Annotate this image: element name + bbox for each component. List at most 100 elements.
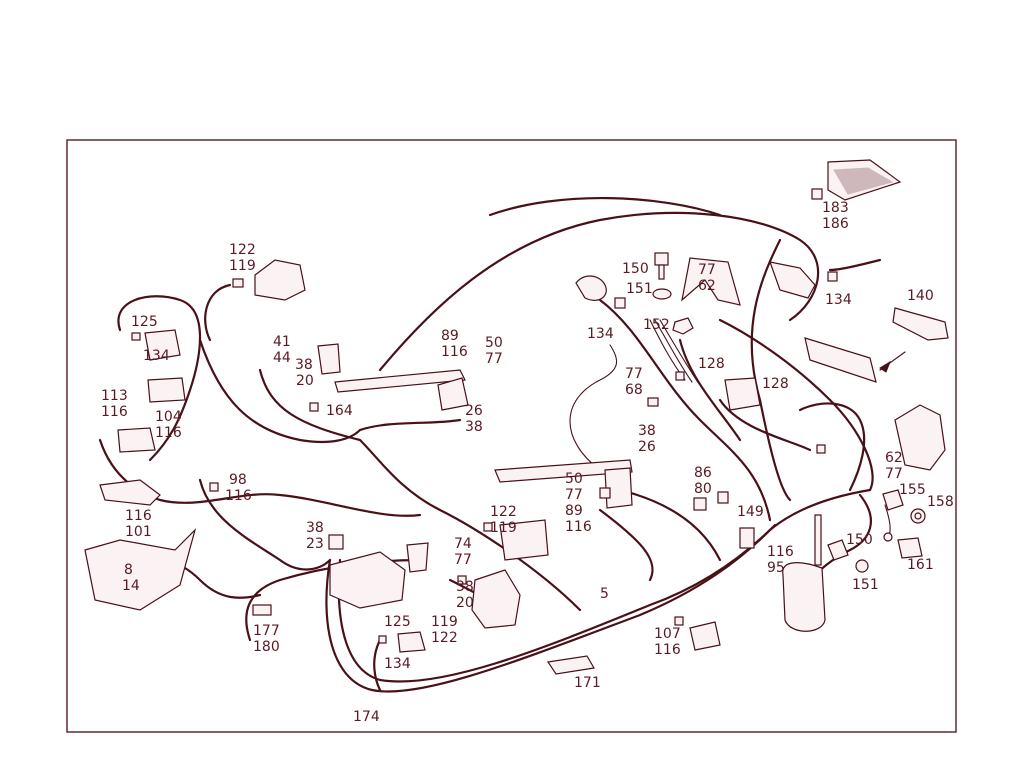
label-113: 113	[101, 388, 128, 404]
label-134: 134	[143, 348, 170, 364]
label-77: 77	[885, 466, 903, 482]
label-122: 122	[431, 630, 458, 646]
label-20: 20	[456, 595, 474, 611]
label-151: 151	[626, 281, 653, 297]
relay-86[interactable]	[693, 497, 707, 511]
label-77: 77	[625, 366, 643, 382]
nut-152[interactable]	[672, 317, 694, 335]
mount-bracket[interactable]	[99, 479, 161, 506]
label-119: 119	[490, 520, 517, 536]
label-155: 155	[899, 482, 926, 498]
label-41: 41	[273, 334, 291, 350]
label-150: 150	[622, 261, 649, 277]
bolt-150b[interactable]	[827, 539, 849, 561]
connector-177[interactable]	[252, 604, 272, 616]
lever-assembly[interactable]	[494, 459, 633, 483]
horn-134[interactable]	[575, 275, 607, 301]
label-128: 128	[698, 356, 725, 372]
switch-122[interactable]	[254, 259, 306, 301]
label-26: 26	[638, 439, 656, 455]
label-164: 164	[326, 403, 353, 419]
bracket-77[interactable]	[681, 257, 741, 306]
label-38: 38	[295, 357, 313, 373]
label-95: 95	[767, 560, 785, 576]
module-113[interactable]	[147, 377, 186, 403]
label-77: 77	[565, 487, 583, 503]
reservoir-116[interactable]	[782, 562, 826, 632]
label-14: 14	[122, 578, 140, 594]
bolt-155[interactable]	[882, 489, 904, 511]
switch-128[interactable]	[724, 377, 761, 411]
label-89: 89	[565, 503, 583, 519]
label-77: 77	[454, 552, 472, 568]
grommet-149[interactable]	[739, 527, 755, 549]
connector-140[interactable]	[892, 307, 949, 341]
diagram-frame	[66, 139, 957, 733]
label-161: 161	[907, 557, 934, 573]
lever-164[interactable]	[334, 369, 466, 393]
knob-38b[interactable]	[406, 542, 429, 573]
relay-122[interactable]	[499, 519, 549, 561]
label-20: 20	[296, 373, 314, 389]
clip-161[interactable]	[897, 537, 923, 559]
label-116: 116	[225, 488, 252, 504]
part-number-labels: 183 186 150 151 77 62 134 140 122 119 12…	[101, 200, 954, 725]
label-50: 50	[565, 471, 583, 487]
label-134: 134	[587, 326, 614, 342]
label-74: 74	[454, 536, 472, 552]
label-171: 171	[574, 675, 601, 691]
cover-62[interactable]	[894, 404, 946, 471]
knob-38[interactable]	[317, 343, 341, 375]
washer-151[interactable]	[652, 288, 672, 300]
label-116: 116	[654, 642, 681, 658]
label-116: 116	[441, 344, 468, 360]
label-183: 183	[822, 200, 849, 216]
control-box-116[interactable]	[84, 527, 197, 611]
switch-125[interactable]	[471, 569, 521, 629]
label-116: 116	[767, 544, 794, 560]
label-122: 122	[490, 504, 517, 520]
label-77: 77	[698, 262, 716, 278]
label-77: 77	[485, 351, 503, 367]
label-62: 62	[698, 278, 716, 294]
label-186: 186	[822, 216, 849, 232]
label-38: 38	[465, 419, 483, 435]
label-177: 177	[253, 623, 280, 639]
interior-lamp-183[interactable]	[827, 159, 902, 201]
relay-125[interactable]	[144, 329, 181, 361]
label-134: 134	[825, 292, 852, 308]
bolt-150[interactable]	[654, 252, 669, 266]
label-38: 38	[306, 520, 324, 536]
relay-bracket[interactable]	[804, 337, 877, 383]
arrow-icon	[879, 360, 892, 373]
label-158: 158	[927, 494, 954, 510]
label-101: 101	[125, 524, 152, 540]
connector-38[interactable]	[328, 534, 344, 550]
connector-107[interactable]	[689, 621, 721, 651]
label-119: 119	[229, 258, 256, 274]
label-125: 125	[384, 614, 411, 630]
label-5: 5	[600, 586, 609, 602]
label-98: 98	[229, 472, 247, 488]
relay-134[interactable]	[397, 631, 426, 653]
label-38: 38	[456, 579, 474, 595]
label-125: 125	[131, 314, 158, 330]
label-86: 86	[694, 465, 712, 481]
control-unit[interactable]	[329, 551, 406, 609]
label-150: 150	[846, 532, 873, 548]
label-89: 89	[441, 328, 459, 344]
components	[84, 159, 949, 675]
label-140: 140	[907, 288, 934, 304]
relay-104[interactable]	[117, 427, 156, 453]
label-116: 116	[565, 519, 592, 535]
label-128: 128	[762, 376, 789, 392]
label-152: 152	[643, 317, 670, 333]
washer-151b[interactable]	[855, 559, 869, 573]
label-151: 151	[852, 577, 879, 593]
sensor-134[interactable]	[769, 261, 816, 299]
plate-171[interactable]	[546, 655, 595, 675]
label-62: 62	[885, 450, 903, 466]
label-119: 119	[431, 614, 458, 630]
label-134: 134	[384, 656, 411, 672]
